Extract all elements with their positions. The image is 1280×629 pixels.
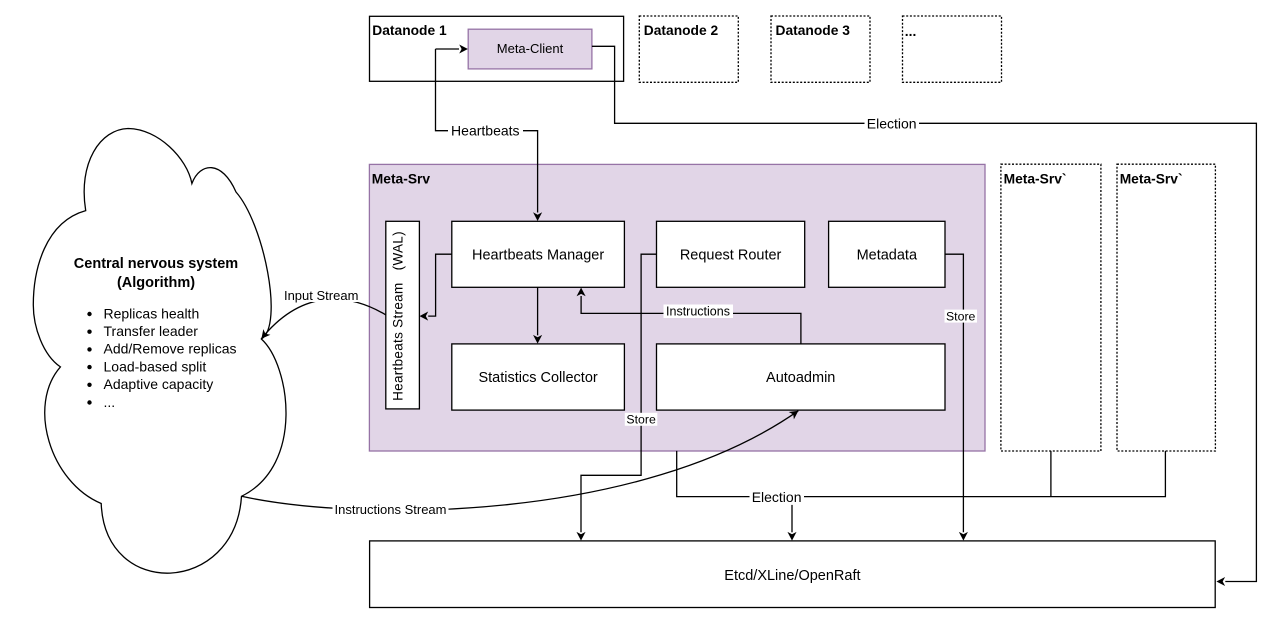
svg-text:Meta-Srv`: Meta-Srv` [1004,171,1067,186]
svg-text:Central nervous system: Central nervous system [74,256,238,272]
svg-text:Heartbeats: Heartbeats [451,122,519,138]
svg-text:Request Router: Request Router [680,248,782,264]
svg-text:Datanode 2: Datanode 2 [644,23,719,38]
svg-text:Etcd/XLine/OpenRaft: Etcd/XLine/OpenRaft [724,568,860,584]
svg-text:Autoadmin: Autoadmin [766,370,835,386]
svg-text:Instructions: Instructions [666,305,730,319]
svg-text:Replicas health: Replicas health [104,305,200,321]
svg-text:Store: Store [626,413,656,427]
svg-text:Heartbeats Stream (WAL): Heartbeats Stream (WAL) [390,231,405,401]
svg-text:Meta-Srv`: Meta-Srv` [1120,171,1183,186]
svg-text:Statistics Collector: Statistics Collector [478,370,597,386]
svg-text:...: ... [905,24,917,39]
svg-text:Election: Election [867,116,917,132]
svg-text:Input Stream: Input Stream [284,288,358,303]
svg-text:...: ... [104,394,116,410]
svg-text:Transfer leader: Transfer leader [104,323,199,339]
svg-text:Instructions Stream: Instructions Stream [335,502,447,517]
svg-text:(Algorithm): (Algorithm) [117,275,195,291]
svg-text:Store: Store [946,310,976,324]
svg-text:Meta-Srv: Meta-Srv [372,172,431,187]
svg-text:Datanode 1: Datanode 1 [372,23,447,38]
svg-text:Metadata: Metadata [857,248,918,264]
svg-text:Meta-Client: Meta-Client [497,41,564,56]
svg-text:Heartbeats Manager: Heartbeats Manager [472,248,604,264]
svg-text:Election: Election [752,489,802,505]
svg-text:Load-based split: Load-based split [104,358,207,374]
svg-text:Add/Remove replicas: Add/Remove replicas [104,341,237,357]
svg-text:Datanode 3: Datanode 3 [776,23,851,38]
svg-text:Adaptive capacity: Adaptive capacity [104,376,214,392]
